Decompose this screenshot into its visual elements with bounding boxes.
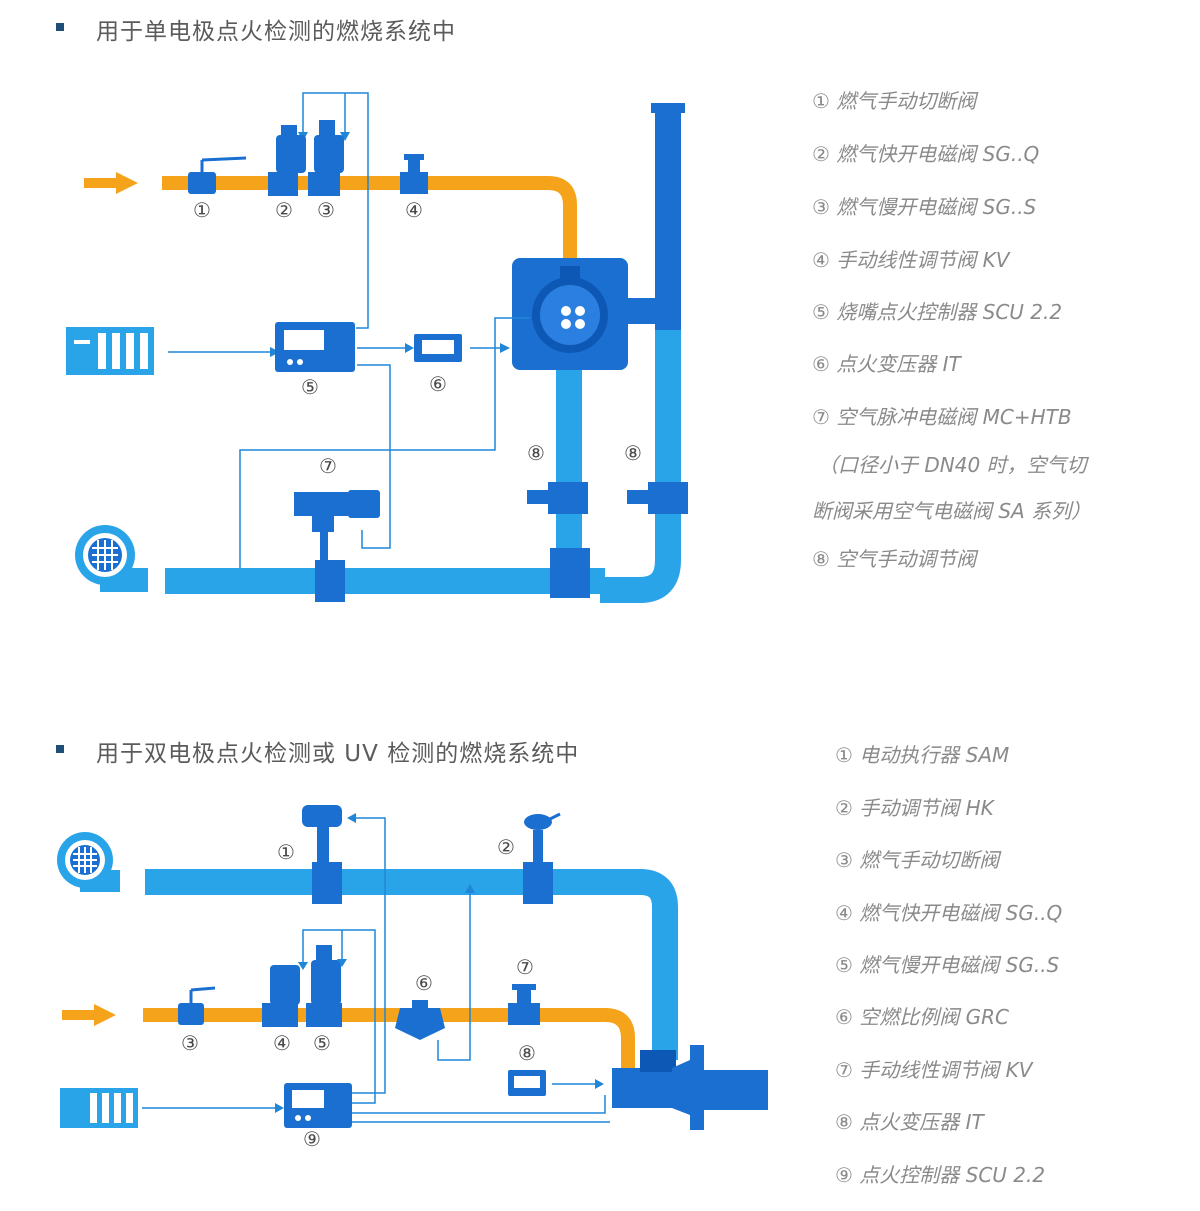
ignition-transformer <box>508 1070 546 1096</box>
ignition-transformer <box>414 334 462 362</box>
air-main-pipe <box>165 568 605 594</box>
gas-inlet-arrow <box>62 1004 116 1026</box>
exhaust-stack-cap <box>651 103 685 113</box>
label-6: ⑥ <box>415 971 433 995</box>
fan-icon <box>57 832 120 892</box>
label-8a: ⑧ <box>527 441 545 465</box>
legend1-item: ⑥ 点火变压器 IT <box>812 352 961 376</box>
label-4: ④ <box>405 198 423 222</box>
label-5: ⑤ <box>313 1031 331 1055</box>
solenoid-valve-fast <box>268 125 306 196</box>
manual-adjust-valve <box>524 812 561 862</box>
label-7: ⑦ <box>516 955 534 979</box>
air-pipe-tee <box>550 548 590 598</box>
section2-bullet <box>56 745 64 753</box>
legend1-item: ⑧ 空气手动调节阀 <box>812 547 977 571</box>
air-flange-1 <box>312 862 342 904</box>
burner-body <box>612 1045 768 1130</box>
ignition-controller <box>284 1083 352 1128</box>
manual-shutoff-valve <box>188 156 247 194</box>
section2-title: 用于双电极点火检测或 UV 检测的燃烧系统中 <box>96 741 580 767</box>
label-3: ③ <box>181 1031 199 1055</box>
legend2-item: ⑨ 点火控制器 SCU 2.2 <box>835 1163 1046 1187</box>
legend1-item: ⑦ 空气脉冲电磁阀 MC+HTB <box>812 405 1072 429</box>
linear-regulating-valve <box>508 984 540 1025</box>
exhaust-stack <box>655 105 681 330</box>
control-cabinet-icon <box>60 1088 138 1128</box>
label-6: ⑥ <box>429 372 447 396</box>
solenoid-valve-slow <box>306 945 342 1027</box>
legend2-item: ⑧ 点火变压器 IT <box>835 1110 984 1134</box>
air-manual-valve-1 <box>527 482 588 514</box>
label-9: ⑨ <box>303 1127 321 1151</box>
label-2: ② <box>275 198 293 222</box>
legend2-item: ② 手动调节阀 HK <box>835 796 994 820</box>
section2-diagram: ① ② ③ ④ ⑤ ⑥ ⑦ ⑧ ⑨ <box>57 805 768 1151</box>
control-cabinet-icon <box>66 327 154 375</box>
solenoid-valve-slow <box>308 120 344 196</box>
air-gas-ratio-valve <box>395 1000 445 1040</box>
label-3: ③ <box>317 198 335 222</box>
gas-pipe <box>162 176 577 268</box>
section1-title: 用于单电极点火检测的燃烧系统中 <box>96 19 456 45</box>
air-pipe-flange <box>315 560 345 602</box>
burner-body <box>512 258 628 370</box>
air-pulse-solenoid <box>294 490 380 562</box>
legend1-item: ③ 燃气慢开电磁阀 SG..S <box>812 195 1037 219</box>
label-4: ④ <box>273 1031 291 1055</box>
gas-inlet-arrow <box>84 172 138 194</box>
label-8b: ⑧ <box>624 441 642 465</box>
air-flange-2 <box>523 862 553 904</box>
label-8: ⑧ <box>518 1041 536 1065</box>
linear-regulating-valve <box>400 154 428 194</box>
label-5: ⑤ <box>301 375 319 399</box>
section1-bullet <box>56 23 64 31</box>
section1-diagram: ① ② ③ ④ ⑤ ⑥ ⑦ ⑧ ⑧ <box>66 92 688 603</box>
label-2: ② <box>497 835 515 859</box>
legend1-item: ④ 手动线性调节阀 KV <box>812 248 1010 272</box>
air-pipe-right <box>600 330 681 603</box>
gas-pipe <box>143 1008 635 1070</box>
legend2-item: ④ 燃气快开电磁阀 SG..Q <box>835 901 1063 925</box>
legend2-item: ⑦ 手动线性调节阀 KV <box>835 1058 1033 1082</box>
legend2-item: ⑤ 燃气慢开电磁阀 SG..S <box>835 953 1060 977</box>
legend2-item: ① 电动执行器 SAM <box>835 743 1010 767</box>
legend2-item: ⑥ 空燃比例阀 GRC <box>835 1005 1010 1029</box>
manual-shutoff-valve <box>178 986 216 1025</box>
label-1: ① <box>193 198 211 222</box>
label-1: ① <box>277 840 295 864</box>
legend1-item: 断阀采用空气电磁阀 SA 系列） <box>812 499 1092 523</box>
legend1-item: （口径小于 DN40 时，空气切 <box>818 453 1087 477</box>
legend1-item: ⑤ 烧嘴点火控制器 SCU 2.2 <box>812 300 1063 324</box>
air-pipe-top <box>145 869 678 1060</box>
burner-controller <box>275 322 355 372</box>
solenoid-valve-fast <box>262 965 300 1027</box>
legend2-item: ③ 燃气手动切断阀 <box>835 848 1000 872</box>
fan-icon <box>75 525 148 592</box>
air-manual-valve-2 <box>627 482 688 514</box>
legend1-item: ① 燃气手动切断阀 <box>812 89 977 113</box>
label-7: ⑦ <box>319 454 337 478</box>
electric-actuator <box>302 805 342 862</box>
legend1-item: ② 燃气快开电磁阀 SG..Q <box>812 142 1040 166</box>
